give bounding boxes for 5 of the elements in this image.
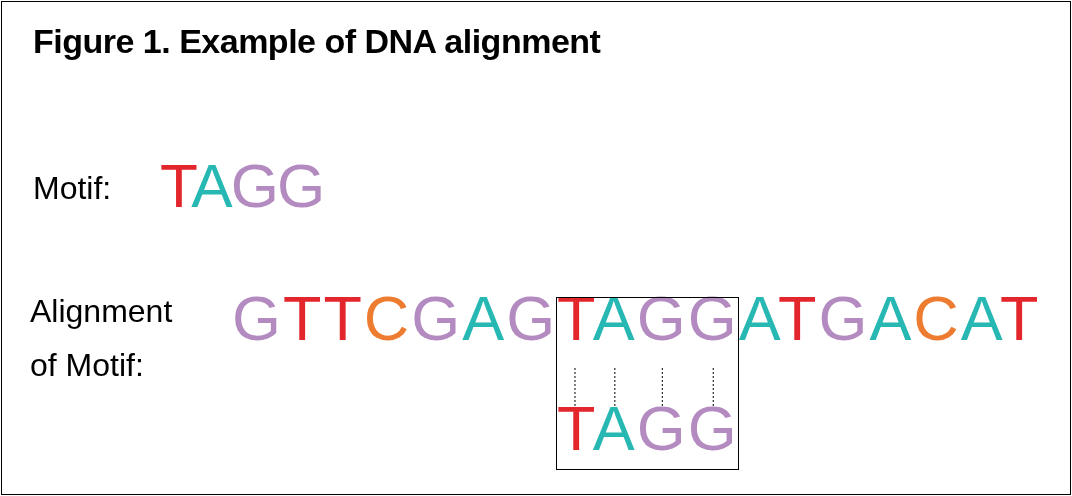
motif-label: Motif: bbox=[33, 170, 112, 207]
figure-title: Figure 1. Example of DNA alignment bbox=[33, 22, 601, 61]
alignment-label: Alignment of Motif: bbox=[30, 292, 174, 385]
aligned-motif: TAGG bbox=[557, 392, 739, 464]
motif-sequence: TAGG bbox=[160, 150, 324, 221]
